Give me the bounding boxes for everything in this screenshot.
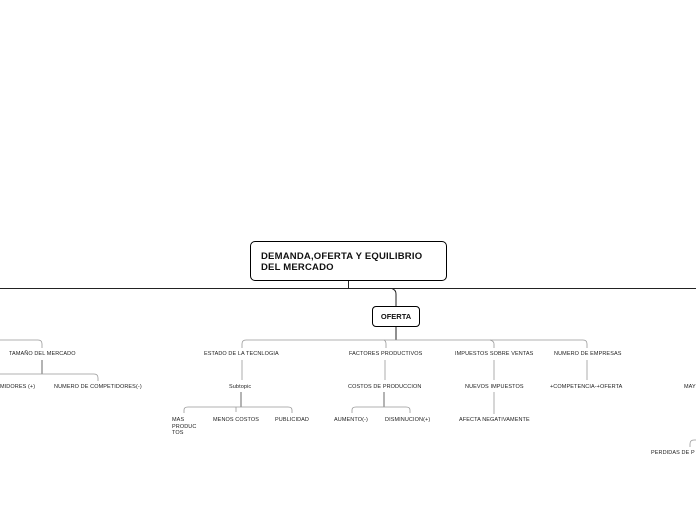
oferta-stem — [391, 288, 397, 306]
leaf-aumento[interactable]: AUMENTO(-) — [334, 417, 368, 423]
oferta-branch-bar — [241, 339, 588, 348]
leaf-afecta-negativamente[interactable]: AFECTA NEGATIVAMENTE — [459, 417, 530, 423]
root-topic[interactable]: DEMANDA,OFERTA Y EQUILIBRIO DEL MERCADO — [250, 241, 447, 281]
left-bar — [0, 339, 43, 348]
right-partial-node[interactable]: MAY — [684, 384, 696, 390]
branch-factores-productivos[interactable]: FACTORES PRODUCTIVOS — [349, 351, 423, 357]
b2-bar — [351, 406, 411, 413]
leaf-menos-costos[interactable]: MENOS COSTOS — [213, 417, 260, 423]
leaf-mas-productos[interactable]: MAS PRODUC TOS — [172, 417, 197, 436]
leaf-publicidad[interactable]: PUBLICIDAD — [275, 417, 310, 423]
oferta-tick-3 — [489, 339, 495, 348]
right-partial-leaf[interactable]: PERDIDAS DE P — [651, 450, 695, 456]
right-partial-bar — [689, 439, 696, 447]
root-title: DEMANDA,OFERTA Y EQUILIBRIO DEL MERCADO — [261, 251, 423, 273]
costos-produccion-node[interactable]: COSTOS DE PRODUCCION — [348, 384, 422, 390]
branch-numero-empresas[interactable]: NUMERO DE EMPRESAS — [554, 351, 622, 357]
oferta-topic[interactable]: OFERTA — [372, 306, 420, 327]
oferta-tick-2 — [383, 339, 387, 348]
subtopic-node[interactable]: Subtopic — [229, 384, 252, 390]
leaf-disminucion[interactable]: DISMINUCION(+) — [385, 417, 431, 423]
oferta-title: OFERTA — [380, 312, 412, 321]
branch-tamano-mercado[interactable]: TAMAÑO DEL MERCADO — [9, 351, 76, 357]
leaf-consumidores[interactable]: MIDORES (+) — [0, 384, 36, 390]
left-children-bar — [0, 373, 99, 381]
b1-bar — [183, 406, 293, 413]
branch-impuestos-ventas[interactable]: IMPUESTOS SOBRE VENTAS — [455, 351, 534, 357]
branch-estado-tecnologia[interactable]: ESTADO DE LA TECNLOGIA — [204, 351, 279, 357]
leaf-numero-competidores[interactable]: NUMERO DE COMPETIDORES(-) — [54, 384, 142, 390]
competencia-oferta-node[interactable]: +COMPETENCIA-+OFERTA — [550, 384, 623, 390]
nuevos-impuestos-node[interactable]: NUEVOS IMPUESTOS — [465, 384, 524, 390]
